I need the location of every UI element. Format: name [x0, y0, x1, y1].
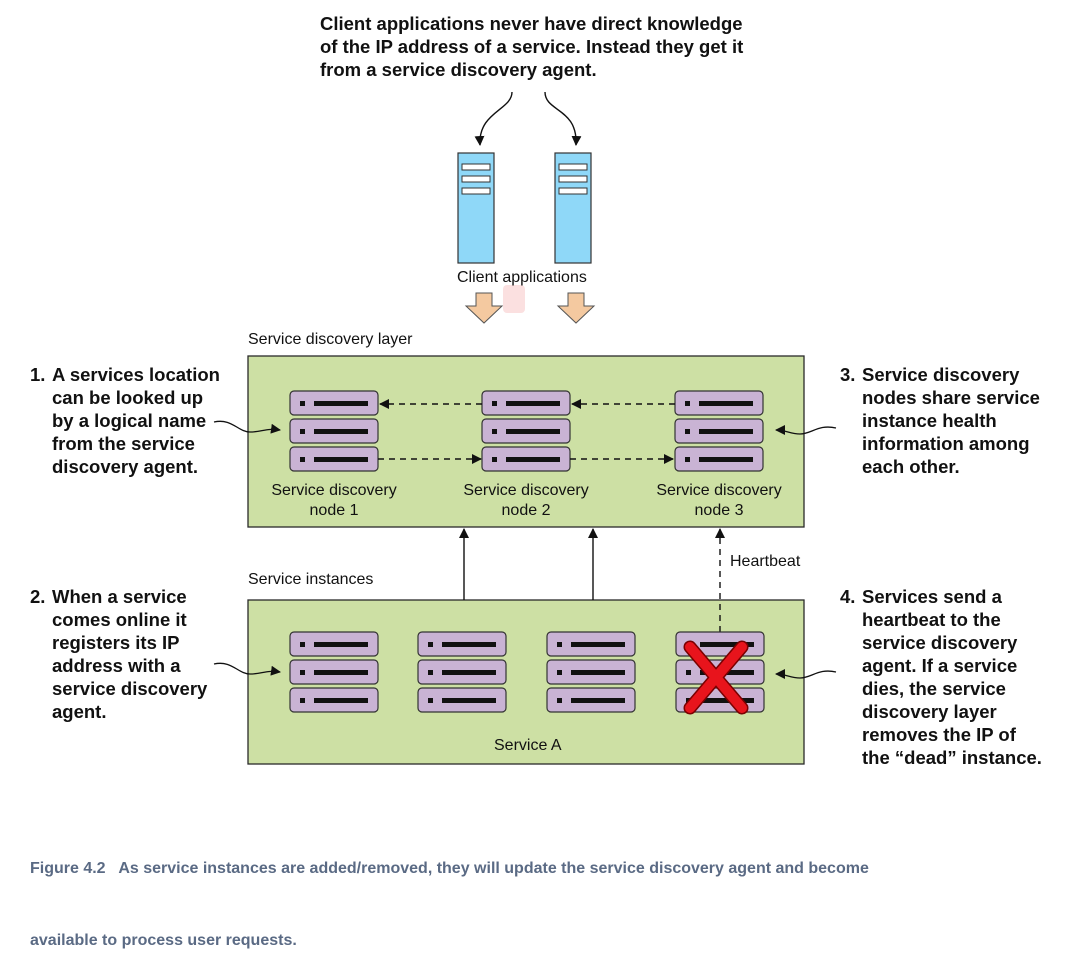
down-arrow-icon	[556, 292, 596, 324]
dead-instance-icon	[683, 640, 749, 715]
callout-3: 3. Service discovery nodes share service…	[840, 364, 1040, 477]
architecture-diagram	[213, 91, 837, 765]
top-note-line: of the IP address of a service. Instead …	[320, 36, 744, 57]
leader-line	[213, 662, 281, 676]
service-a-label: Service A	[494, 737, 562, 754]
server-rack-icon	[290, 632, 378, 712]
discovery-layer-label: Service discovery layer	[248, 331, 413, 348]
top-note-line: Client applications never have direct kn…	[320, 13, 743, 34]
leader-line	[213, 420, 281, 434]
server-rack-icon	[290, 391, 378, 471]
callout-number: 4.	[840, 586, 856, 607]
callout-number: 2.	[30, 586, 46, 607]
callout-number: 3.	[840, 364, 856, 385]
leader-line	[775, 669, 837, 680]
server-rack-icon	[547, 632, 635, 712]
callout-4: 4. Services send a heartbeat to the serv…	[840, 586, 1042, 768]
server-rack-icon	[675, 391, 763, 471]
client-server-icon	[554, 152, 592, 264]
down-arrow-icon	[464, 292, 504, 324]
note-arrow-left	[474, 91, 513, 146]
instances-label: Service instances	[248, 571, 374, 588]
top-note: Client applications never have direct kn…	[320, 12, 780, 81]
client-server-icon	[457, 152, 495, 264]
figure-caption: Figure 4.2 As service instances are adde…	[30, 860, 869, 949]
heartbeat-label: Heartbeat	[730, 553, 801, 570]
server-rack-icon	[482, 391, 570, 471]
server-rack-icon	[418, 632, 506, 712]
overlay-artifact	[503, 285, 525, 313]
leader-line	[775, 425, 837, 436]
callout-1: 1. A services location can be looked up …	[30, 364, 220, 477]
note-arrow-right	[544, 91, 582, 146]
top-note-line: from a service discovery agent.	[320, 59, 597, 80]
client-apps-label: Client applications	[457, 269, 587, 286]
callout-2: 2. When a service comes online it regist…	[30, 586, 208, 722]
callout-number: 1.	[30, 364, 46, 385]
